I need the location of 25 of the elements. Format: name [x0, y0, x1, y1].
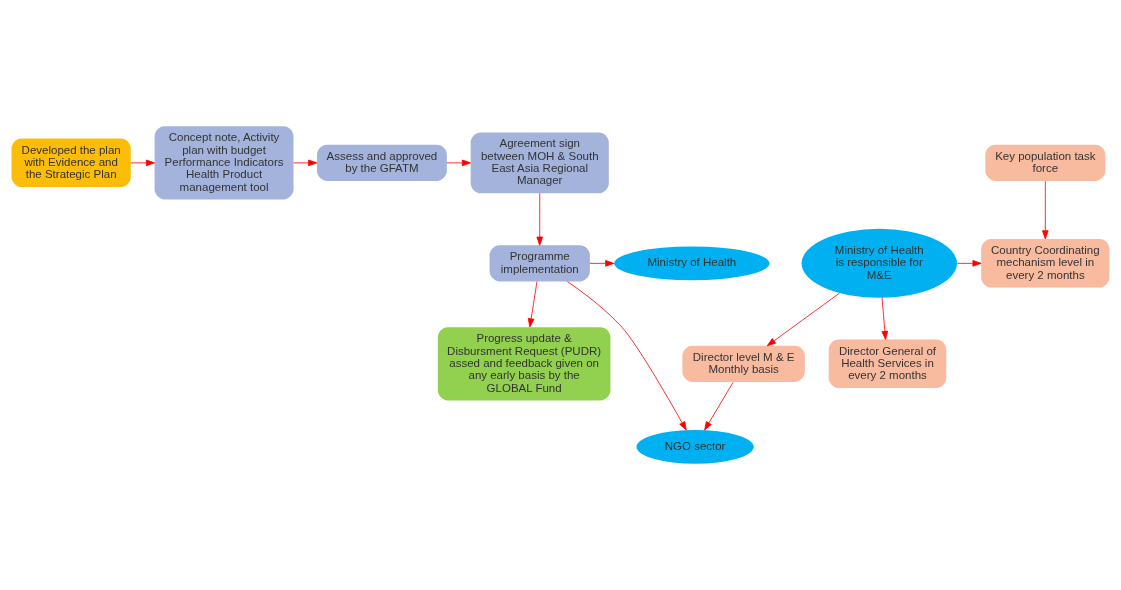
- node-box: Progress update & Disbursment Request (PUDR) assed and feedback given on any early basis by the GLOBAL Fund: [437, 327, 611, 401]
- arrow: [881, 297, 889, 340]
- arrow: [130, 159, 155, 167]
- node-box: Country Coordinating mechanism level in every 2 months: [981, 239, 1110, 288]
- arrow: [1042, 180, 1049, 240]
- arrow: [293, 159, 318, 167]
- node-box: Developed the plan with Evidence and the Strategic Plan: [11, 138, 131, 188]
- arrow: [766, 292, 841, 347]
- node-box: Key population task force: [985, 144, 1106, 181]
- arrow: [536, 192, 544, 246]
- arrow: [446, 159, 471, 167]
- arrow: [704, 381, 734, 431]
- node-box: Programme implementation: [489, 245, 590, 282]
- node-ellipse: NGO sector: [636, 430, 754, 464]
- arrow: [566, 281, 687, 431]
- node-ellipse: Ministry of Health: [614, 246, 770, 281]
- arrow: [589, 260, 615, 267]
- arrow: [957, 260, 982, 267]
- arrow: [527, 281, 538, 328]
- node-box: Concept note, Activity plan with budget Performance Indicators Health Product management tool: [154, 126, 294, 200]
- node-box: Agreement sign between MOH & South East Asia Regional Manager: [470, 132, 609, 194]
- node-ellipse: Ministry of Health is responsible for M&E: [801, 228, 957, 298]
- node-box: Assess and approved by the GFATM: [316, 144, 447, 181]
- node-box: Director level M & E Monthly basis: [682, 345, 805, 382]
- node-box: Director General of Health Services in every 2 months: [828, 339, 947, 389]
